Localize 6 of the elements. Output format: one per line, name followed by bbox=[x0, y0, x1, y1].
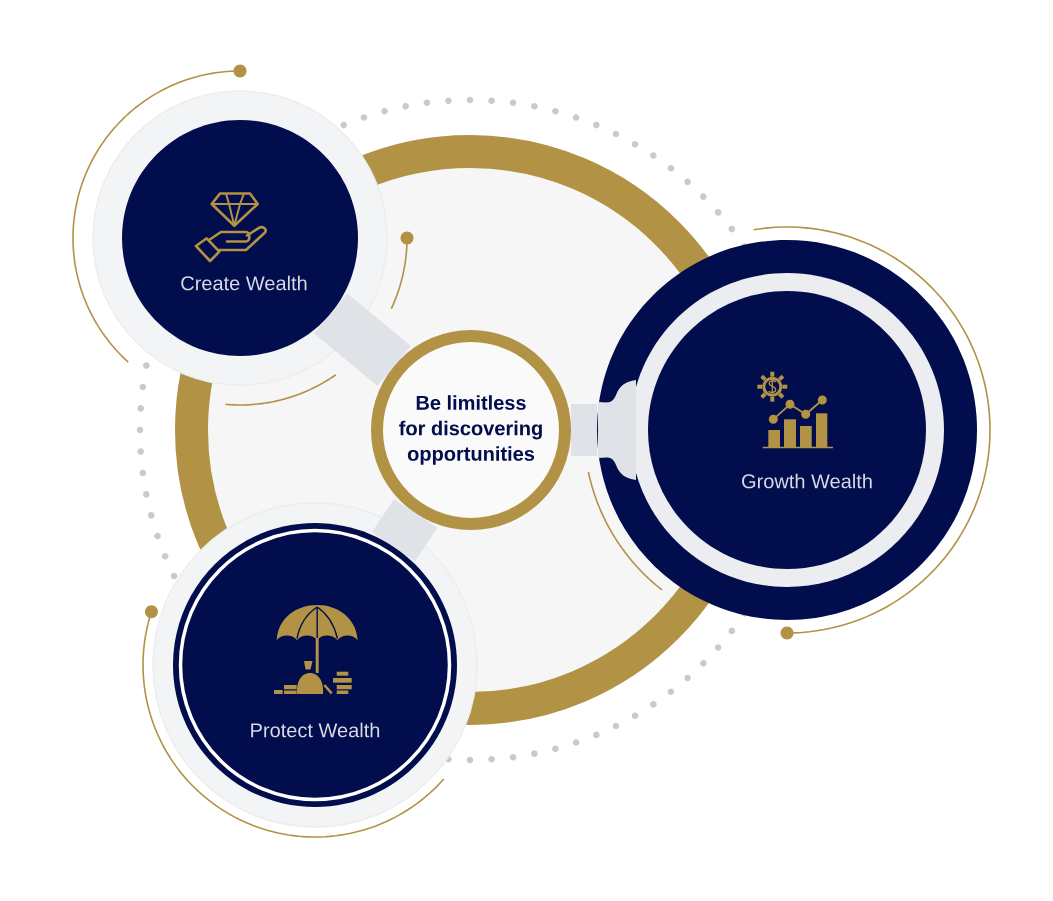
connector-bridge bbox=[571, 404, 597, 456]
connector-bridge bbox=[371, 498, 438, 562]
circle-node: Be limitless for discovering opportunities bbox=[371, 330, 571, 530]
circle-node: Create Wealth bbox=[122, 120, 358, 356]
circle-node: Protect Wealth bbox=[173, 523, 457, 807]
circle-node: Growth Wealth bbox=[597, 240, 977, 620]
